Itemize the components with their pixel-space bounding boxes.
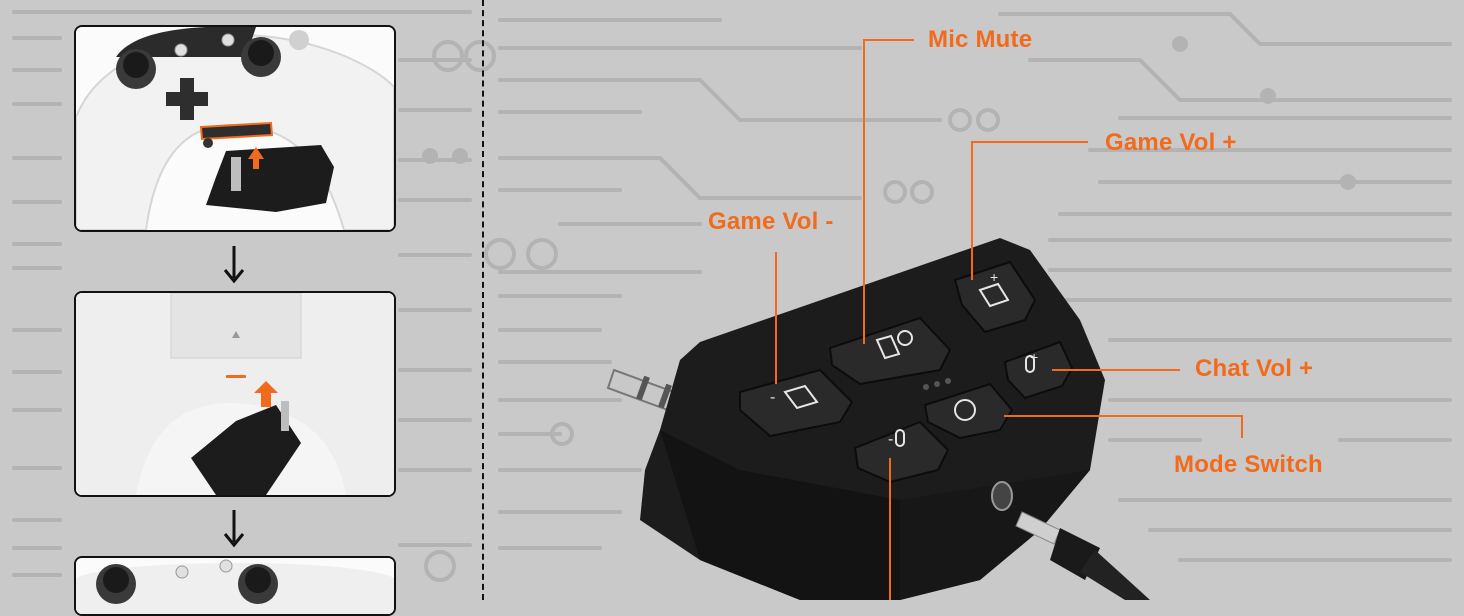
svg-text:-: -	[770, 389, 775, 406]
cable-plug-icon	[1015, 511, 1150, 600]
game-vol-minus-label: Game Vol -	[708, 208, 834, 235]
chat-vol-plus-label: Chat Vol +	[1195, 355, 1314, 382]
svg-text:+: +	[990, 269, 998, 285]
mode-switch-label: Mode Switch	[1174, 451, 1323, 478]
arrow-down-icon	[223, 510, 245, 548]
controller-back-insert-icon	[76, 293, 394, 495]
headset-adapter-illustration: - - + +	[606, 39, 1243, 600]
svg-text:+: +	[1030, 349, 1038, 365]
section-divider	[482, 0, 484, 600]
arrow-down-icon	[223, 246, 245, 284]
circuit-background	[12, 10, 1452, 582]
step-2-panel	[74, 291, 396, 497]
controller-with-adapter-icon	[76, 27, 394, 230]
game-vol-plus-label: Game Vol +	[1105, 129, 1237, 156]
mic-mute-label: Mic Mute	[928, 26, 1033, 53]
step-1-panel	[74, 25, 396, 232]
svg-text:-: -	[888, 431, 893, 448]
